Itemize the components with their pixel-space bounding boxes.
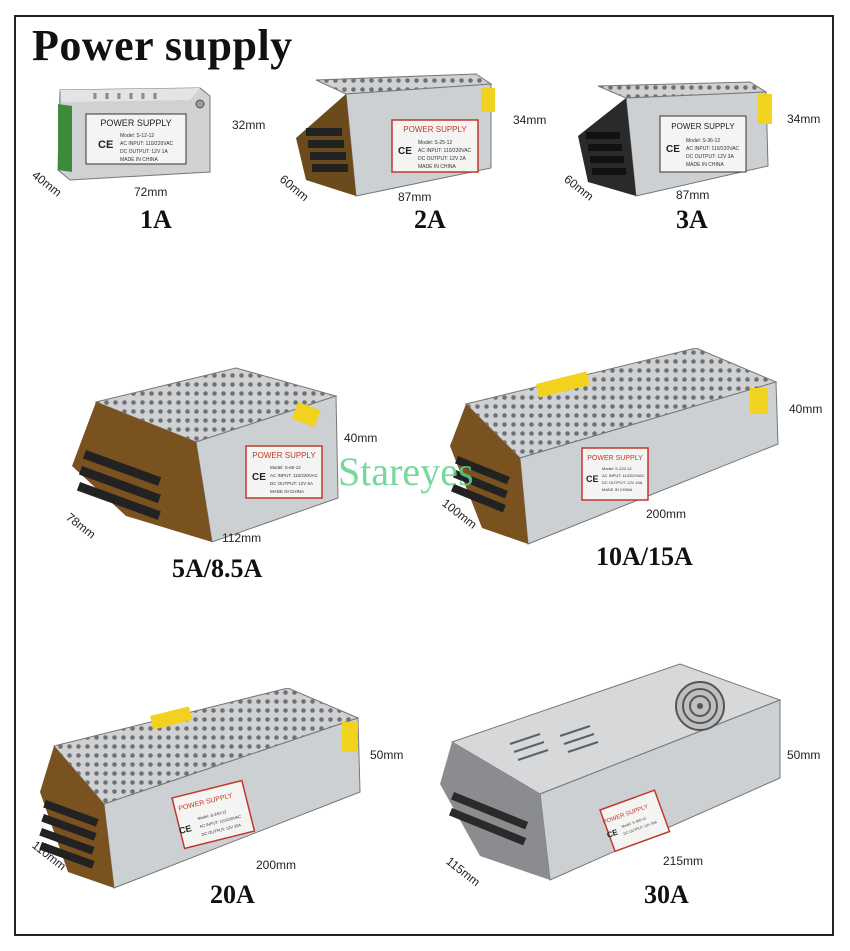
svg-text:AC INPUT: 110/220VAC: AC INPUT: 110/220VAC bbox=[418, 148, 472, 154]
svg-text:MADE IN CHINA: MADE IN CHINA bbox=[120, 157, 158, 163]
psu-30a-rating: 30A bbox=[644, 880, 689, 909]
svg-text:Model: S-25-12: Model: S-25-12 bbox=[418, 140, 452, 146]
psu-3a-rating: 3A bbox=[676, 205, 708, 234]
psu-2a-rating: 2A bbox=[414, 205, 446, 234]
svg-text:MADE IN CHINA: MADE IN CHINA bbox=[270, 489, 304, 494]
psu-2a-width: 87mm bbox=[398, 190, 432, 204]
psu-30a-image: POWER SUPPLY CE Model: S-360-12 DC OUTPU… bbox=[440, 663, 782, 881]
psu-5a-height: 40mm bbox=[344, 431, 378, 445]
svg-text:CE: CE bbox=[666, 144, 680, 155]
svg-text:MADE IN CHINA: MADE IN CHINA bbox=[602, 487, 633, 492]
psu-5a-width: 112mm bbox=[222, 531, 262, 545]
svg-text:CE: CE bbox=[586, 474, 599, 484]
psu-10a-image: POWER SUPPLY CE Model: S-120-12 AC INPUT… bbox=[450, 348, 779, 545]
psu-1a-rating: 1A bbox=[140, 205, 172, 234]
svg-text:POWER SUPPLY: POWER SUPPLY bbox=[671, 122, 735, 131]
svg-text:AC INPUT: 110/220VAC: AC INPUT: 110/220VAC bbox=[686, 146, 740, 152]
stareyes-watermark: Stareyes bbox=[338, 449, 474, 494]
svg-text:MADE IN CHINA: MADE IN CHINA bbox=[418, 164, 456, 170]
svg-text:CE: CE bbox=[398, 146, 412, 157]
psu-20a-width: 200mm bbox=[256, 858, 297, 872]
svg-text:MADE IN CHINA: MADE IN CHINA bbox=[686, 162, 724, 168]
psu-2a-height: 34mm bbox=[513, 113, 547, 127]
psu-3a-width: 87mm bbox=[676, 188, 710, 202]
label-heading: POWER SUPPLY bbox=[100, 118, 171, 128]
psu-5a-rating: 5A/8.5A bbox=[172, 554, 263, 583]
psu-20a-height: 50mm bbox=[370, 748, 404, 762]
svg-text:DC OUTPUT: 12V 2A: DC OUTPUT: 12V 2A bbox=[418, 156, 466, 162]
svg-text:POWER SUPPLY: POWER SUPPLY bbox=[587, 455, 643, 462]
svg-text:CE: CE bbox=[606, 827, 620, 839]
psu-5a-image: POWER SUPPLY CE Model: S-60-12 AC INPUT:… bbox=[72, 367, 339, 543]
psu-10a-height: 40mm bbox=[789, 402, 823, 416]
psu-10a-rating: 10A/15A bbox=[596, 542, 693, 571]
psu-10a-width: 200mm bbox=[646, 507, 687, 521]
psu-3a-image: POWER SUPPLY CE Model: S-36-12 AC INPUT:… bbox=[578, 81, 772, 197]
svg-text:Model: S-120-12: Model: S-120-12 bbox=[602, 466, 632, 471]
psu-20a-image: POWER SUPPLY CE Model: S-240-12 AC INPUT… bbox=[39, 688, 361, 889]
svg-text:CE: CE bbox=[252, 472, 266, 483]
svg-text:DC OUTPUT: 12V 3A: DC OUTPUT: 12V 3A bbox=[686, 154, 734, 160]
psu-3a-height: 34mm bbox=[787, 112, 821, 126]
page-title: Power supply bbox=[32, 21, 293, 70]
svg-text:DC OUTPUT: 12V 10A: DC OUTPUT: 12V 10A bbox=[602, 480, 643, 485]
psu-1a-height: 32mm bbox=[232, 118, 266, 132]
svg-text:AC INPUT: 110/220VAC: AC INPUT: 110/220VAC bbox=[270, 473, 319, 478]
psu-30a-height: 50mm bbox=[787, 748, 821, 762]
svg-text:Model: S-60-12: Model: S-60-12 bbox=[270, 465, 301, 470]
svg-text:Model: S-12-12: Model: S-12-12 bbox=[120, 133, 154, 139]
svg-text:POWER SUPPLY: POWER SUPPLY bbox=[403, 125, 467, 134]
svg-text:DC OUTPUT: 12V 5A: DC OUTPUT: 12V 5A bbox=[270, 481, 313, 486]
svg-text:Model: S-36-12: Model: S-36-12 bbox=[686, 138, 720, 144]
svg-text:CE: CE bbox=[178, 823, 193, 836]
svg-text:POWER SUPPLY: POWER SUPPLY bbox=[252, 451, 316, 460]
psu-30a-width: 215mm bbox=[663, 854, 704, 868]
psu-1a-width: 72mm bbox=[134, 185, 168, 199]
psu-20a-rating: 20A bbox=[210, 880, 255, 909]
svg-text:AC INPUT: 110/220VAC: AC INPUT: 110/220VAC bbox=[602, 473, 645, 478]
psu-1a-image: POWER SUPPLY CE Model: S-12-12 AC INPUT:… bbox=[57, 87, 211, 181]
svg-text:DC OUTPUT: 12V 1A: DC OUTPUT: 12V 1A bbox=[120, 149, 168, 155]
svg-text:AC INPUT: 110/220VAC: AC INPUT: 110/220VAC bbox=[120, 141, 174, 147]
ce-mark: CE bbox=[98, 139, 113, 151]
psu-2a-image: POWER SUPPLY CE Model: S-25-12 AC INPUT:… bbox=[296, 73, 495, 197]
